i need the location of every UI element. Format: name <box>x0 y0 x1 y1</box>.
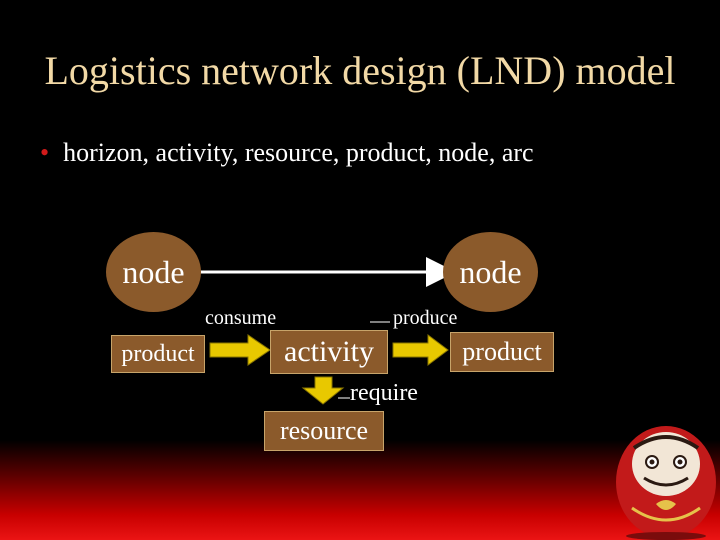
bullet-dot-icon: • <box>40 138 50 167</box>
slide-title: Logistics network design (LND) model <box>44 48 676 93</box>
red-gradient-background <box>0 440 720 540</box>
bullet-item: • horizon, activity, resource, product, n… <box>40 138 534 168</box>
node-right: node <box>443 232 538 312</box>
bullet-text: horizon, activity, resource, product, no… <box>63 138 534 167</box>
resource-box: resource <box>264 411 384 451</box>
produce-arrow-icon <box>392 334 449 366</box>
node-left: node <box>106 232 201 312</box>
produce-label: produce <box>393 307 458 329</box>
activity-box: activity <box>270 330 388 374</box>
daruma-doll-icon <box>616 426 716 540</box>
require-arrow-icon <box>301 376 345 405</box>
consume-label: consume <box>205 307 277 329</box>
consume-arrow-icon <box>209 334 271 366</box>
require-label: require <box>350 380 418 406</box>
product-right-box: product <box>450 332 554 372</box>
product-left-box: product <box>111 335 205 373</box>
